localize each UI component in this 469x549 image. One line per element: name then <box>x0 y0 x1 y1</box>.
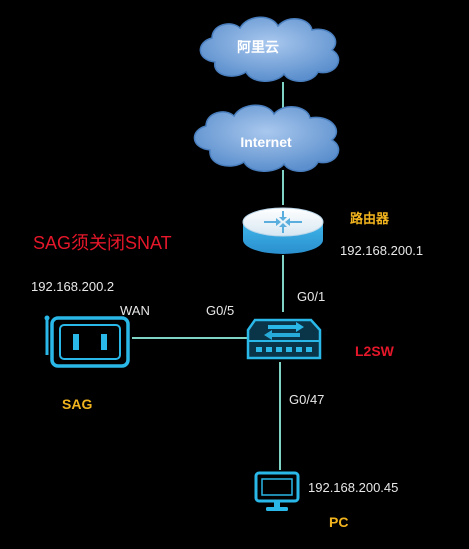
sag-device-icon <box>44 315 130 368</box>
pc-monitor-icon <box>254 471 300 511</box>
switch-port-up: G0/1 <box>297 289 325 304</box>
sag-ip: 192.168.200.2 <box>31 279 114 294</box>
switch-name: L2SW <box>355 343 395 359</box>
switch-icon <box>246 318 322 360</box>
router-icon <box>242 207 324 254</box>
cloud-internet-label: Internet <box>240 134 292 150</box>
pc-name: PC <box>329 514 348 530</box>
router-name: 路由器 <box>350 211 390 226</box>
pc-ip: 192.168.200.45 <box>308 480 398 495</box>
cloud-aliyun-icon <box>199 16 340 82</box>
cloud-internet-icon <box>193 104 340 172</box>
cloud-aliyun-label: 阿里云 <box>237 39 279 55</box>
links <box>132 82 284 470</box>
sag-name: SAG <box>62 396 92 412</box>
snat-note: SAG须关闭SNAT <box>33 233 172 253</box>
switch-port-left: G0/5 <box>206 303 234 318</box>
sag-port-label: WAN <box>120 303 150 318</box>
router-ip: 192.168.200.1 <box>340 243 423 258</box>
switch-port-down: G0/47 <box>289 392 324 407</box>
